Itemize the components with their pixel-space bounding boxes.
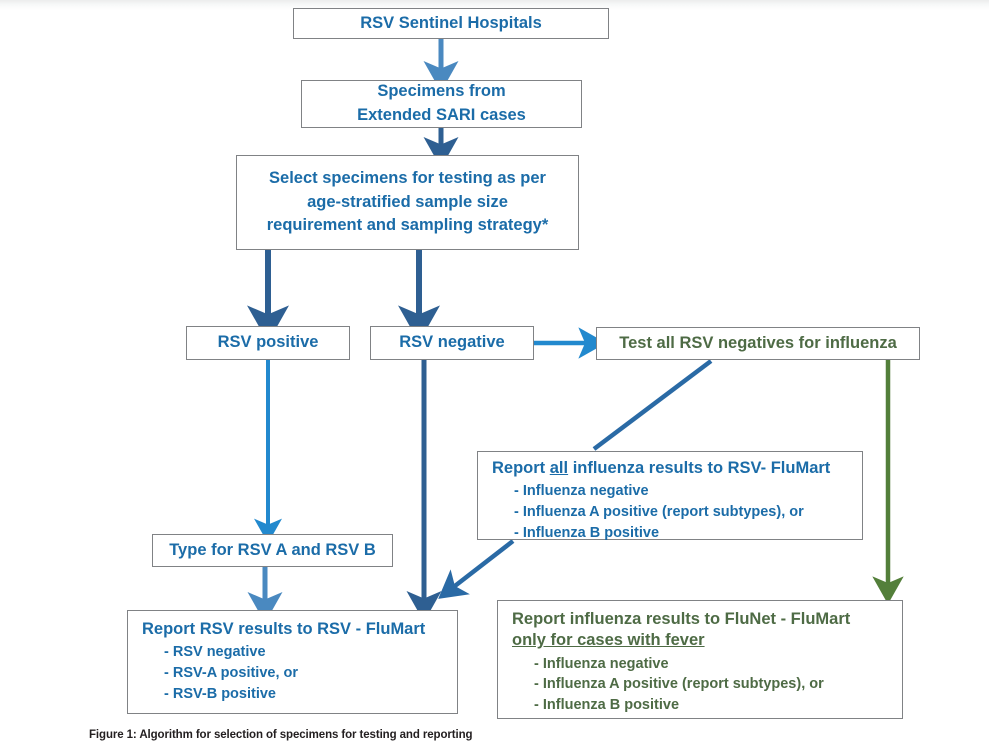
node-rsv-sentinel-hospitals[interactable]: RSV Sentinel Hospitals — [293, 8, 609, 39]
node-rsv-positive[interactable]: RSV positive — [186, 326, 350, 360]
title-segment-after: influenza results to RSV- FluMart — [568, 459, 831, 477]
node-title: Type for RSV A and RSV B — [169, 540, 376, 559]
node-test-all-rsv-negatives-for-influenza[interactable]: Test all RSV negatives for influenza — [596, 327, 920, 360]
title-segment-before: Report — [492, 459, 550, 477]
node-title-line-2: only for cases with fever — [512, 631, 705, 650]
bullet-list: - RSV negative - RSV-A positive, or - RS… — [128, 642, 457, 704]
node-title: Report RSV results to RSV - FluMart — [142, 620, 426, 638]
node-title: RSV Sentinel Hospitals — [360, 13, 542, 32]
node-title: RSV negative — [399, 333, 505, 352]
node-select-specimens-for-testing[interactable]: Select specimens for testing as per age-… — [236, 155, 579, 250]
list-item: - Influenza negative — [534, 655, 669, 672]
node-report-rsv-results-rsv-flumart[interactable]: Report RSV results to RSV - FluMart - RS… — [127, 610, 458, 714]
list-item: - RSV negative — [164, 644, 266, 661]
bullet-list: - Influenza negative - Influenza A posit… — [498, 654, 902, 716]
list-item: - Influenza A positive (report subtypes)… — [514, 504, 804, 521]
node-rsv-negative[interactable]: RSV negative — [370, 326, 534, 360]
node-title-line-1: Specimens from — [377, 82, 506, 101]
list-item: - RSV-B positive — [164, 685, 276, 702]
list-item: - Influenza negative — [514, 483, 649, 500]
node-type-for-rsv-a-and-rsv-b[interactable]: Type for RSV A and RSV B — [152, 534, 393, 567]
node-title-line-3: requirement and sampling strategy* — [266, 216, 549, 235]
figure-caption: Figure 1: Algorithm for selection of spe… — [89, 729, 473, 741]
node-title-line-1: Report influenza results to FluNet - Flu… — [512, 610, 851, 628]
node-specimens-from-extended-sari[interactable]: Specimens from Extended SARI cases — [301, 80, 582, 128]
connector-report-all-to-report-rsv — [438, 539, 515, 599]
list-item: - Influenza B positive — [514, 524, 660, 541]
list-item: - Influenza A positive (report subtypes)… — [534, 676, 824, 693]
connector-test-influenza-to-report-all — [592, 359, 713, 451]
list-item: - RSV-A positive, or — [164, 665, 299, 682]
title-segment-underlined: all — [549, 459, 569, 477]
node-title-line-2: Extended SARI cases — [357, 106, 526, 124]
node-report-all-influenza-results-rsv-flumart[interactable]: Report all influenza results to RSV- Flu… — [477, 451, 863, 543]
node-title: Report all influenza results to RSV- Flu… — [478, 458, 862, 479]
node-title: Test all RSV negatives for influenza — [619, 333, 897, 352]
node-report-influenza-results-flunet-flumart[interactable]: Report influenza results to FluNet - Flu… — [497, 600, 903, 719]
node-title-line-1: Select specimens for testing as per — [269, 168, 546, 187]
node-title-line-2: age-stratified sample size — [307, 192, 508, 211]
node-title: RSV positive — [217, 333, 319, 352]
bullet-list: - Influenza negative - Influenza A posit… — [478, 481, 862, 543]
list-item: - Influenza B positive — [534, 697, 680, 714]
